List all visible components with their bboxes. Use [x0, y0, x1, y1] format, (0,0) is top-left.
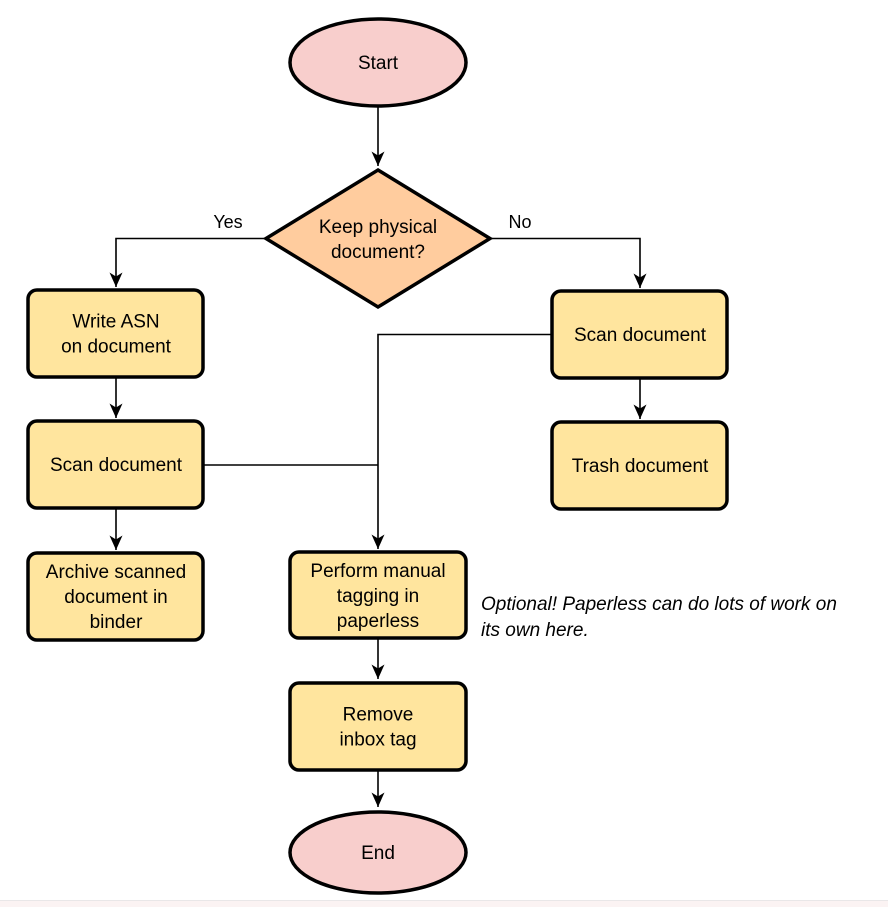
edge-scan-right-to-tagging [371, 333, 552, 549]
tagging-box [288, 550, 468, 640]
write-asn-label-line1: Write ASN [72, 312, 159, 333]
edge-yes-to-write-asn [109, 237, 266, 287]
edge-label-yes: Yes [213, 212, 242, 232]
scan-right-box [550, 289, 729, 380]
node-remove-inbox: Remove inbox tag [288, 681, 468, 772]
edges [109, 105, 647, 807]
note-line1: Optional! Paperless can do lots of work … [481, 594, 837, 615]
start-label: Start [358, 53, 399, 74]
node-trash: Trash document [550, 420, 729, 511]
decision-label-line2: document? [331, 242, 425, 263]
start-ellipse [288, 17, 468, 108]
decision-diamond [262, 167, 494, 310]
archive-label-line3: binder [90, 612, 143, 633]
trash-label: Trash document [572, 456, 709, 477]
scan-right-label: Scan document [574, 325, 707, 346]
node-archive: Archive scanned document in binder [26, 551, 205, 642]
node-write-asn: Write ASN on document [26, 288, 205, 379]
node-end: End [288, 810, 468, 895]
tagging-label-line1: Perform manual [310, 561, 445, 582]
archive-label-line1: Archive scanned [46, 562, 186, 583]
node-scan-left: Scan document [26, 419, 205, 510]
node-scan-right: Scan document [550, 289, 729, 380]
node-tagging: Perform manual tagging in paperless [288, 550, 468, 640]
note-line2: its own here. [481, 620, 589, 641]
archive-box [26, 551, 205, 642]
write-asn-box [26, 288, 205, 379]
decision-label-line1: Keep physical [319, 217, 437, 238]
tagging-label-line3: paperless [337, 611, 419, 632]
remove-inbox-label-line1: Remove [343, 705, 414, 726]
write-asn-label-line2: on document [61, 337, 172, 358]
archive-label-line2: document in [64, 587, 168, 608]
scan-left-box [26, 419, 205, 510]
end-label: End [361, 843, 395, 864]
node-decision: Keep physical document? [262, 167, 494, 310]
remove-inbox-label-line2: inbox tag [339, 730, 416, 751]
end-ellipse [288, 810, 468, 895]
note-optional: Optional! Paperless can do lots of work … [481, 594, 837, 641]
bottom-strip [0, 901, 888, 907]
scan-left-label: Scan document [50, 455, 183, 476]
edge-no-to-scan-right [490, 237, 647, 288]
node-start: Start [288, 17, 468, 108]
remove-inbox-box [288, 681, 468, 772]
bottom-divider [0, 900, 888, 901]
tagging-label-line2: tagging in [337, 586, 419, 607]
edge-label-no: No [508, 212, 531, 232]
trash-box [550, 420, 729, 511]
